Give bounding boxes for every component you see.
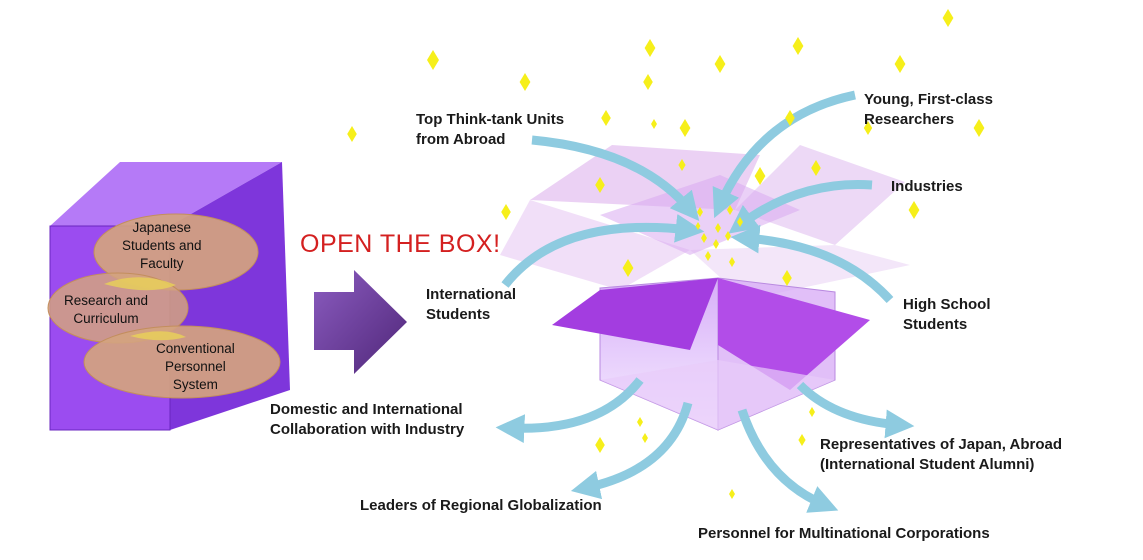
sparkle-icon <box>729 257 735 267</box>
box-right-top-panel <box>735 145 905 245</box>
box-left-top-panel <box>500 200 690 290</box>
sparkle-icon <box>894 55 906 73</box>
open-the-box-heading: OPEN THE BOX! <box>300 230 501 258</box>
sparkle-icon <box>705 251 711 261</box>
sparkle-icon <box>973 119 985 137</box>
oval-personnel-system <box>83 325 281 399</box>
label-representatives: Representatives of Japan, Abroad (Intern… <box>820 436 1063 473</box>
sparkle-icon <box>695 222 701 230</box>
sparkle-icon <box>643 74 653 90</box>
sparkle-icon <box>427 50 439 70</box>
sparkle-icon <box>501 204 511 220</box>
label-industries: Industries <box>891 178 963 195</box>
label-intl-students: International Students <box>426 286 517 323</box>
sparkle-icon <box>595 437 605 453</box>
sparkle-icon <box>644 39 656 57</box>
label-researchers: Young, First-class Researchers <box>864 91 993 128</box>
arrow-leaders <box>570 401 693 500</box>
sparkle-icon <box>727 205 733 215</box>
box-left-flap <box>552 278 718 350</box>
sparkle-icon <box>601 110 611 126</box>
label-think-tank: Top Think-tank Units from Abroad <box>416 111 565 148</box>
sparkle-icon <box>908 201 920 219</box>
sparkle-icon <box>942 9 954 27</box>
sparkle-icon <box>737 217 743 227</box>
sparkle-icon <box>798 434 806 446</box>
closed-box-cube <box>47 162 290 431</box>
sparkle-icon <box>595 177 605 193</box>
oval-overlap-highlight-2 <box>130 331 186 341</box>
box-front-flap <box>600 360 835 430</box>
arrow-collaboration <box>495 377 644 444</box>
cube-label-students: Japanese Students and Faculty <box>122 220 202 271</box>
sparkle-icon <box>729 489 735 499</box>
sparkle-icon <box>697 207 703 217</box>
label-leaders: Leaders of Regional Globalization <box>360 497 602 514</box>
sparkle-icon <box>785 110 795 126</box>
arrow-intl-students <box>501 214 705 288</box>
sparkle-icon <box>863 121 873 135</box>
label-multinational: Personnel for Multinational Corporations <box>698 525 990 542</box>
open-box-arrow <box>314 270 407 374</box>
cube-label-research: Research and Curriculum <box>64 293 149 326</box>
sparkle-icon <box>678 159 686 171</box>
sparkle-icon <box>782 270 792 286</box>
sparkle-icon <box>725 231 731 241</box>
arrow-high-school <box>730 224 894 304</box>
inflow-arrows <box>501 90 894 304</box>
sparkle-icon <box>637 417 643 427</box>
sparkle-icon <box>622 259 634 277</box>
label-collaboration: Domestic and International Collaboration… <box>270 401 465 438</box>
arrow-researchers <box>712 90 856 219</box>
sparkle-icon <box>714 55 726 73</box>
sparkle-icon <box>651 119 657 129</box>
sparkle-icon <box>811 160 821 176</box>
arrow-think-tank <box>531 135 700 222</box>
oval-overlap-highlight <box>104 277 176 291</box>
label-high-school: High School Students <box>903 296 991 333</box>
sparkle-icon <box>519 73 531 91</box>
arrow-representatives <box>796 381 915 439</box>
cube-top-face <box>50 162 282 226</box>
arrow-industries <box>728 180 873 234</box>
box-right-flap <box>718 278 870 390</box>
sparkles <box>347 9 985 499</box>
sparkle-icon <box>715 223 721 233</box>
sparkle-icon <box>701 233 707 243</box>
cube-label-personnel: Conventional Personnel System <box>156 341 235 392</box>
sparkle-icon <box>679 119 691 137</box>
sparkle-icon <box>754 167 766 185</box>
sparkle-icon <box>713 239 719 249</box>
sparkle-icon <box>347 126 357 142</box>
sparkle-icon <box>809 407 815 417</box>
sparkle-icon <box>642 433 648 443</box>
sparkle-icon <box>792 37 804 55</box>
outflow-arrows <box>495 377 915 513</box>
arrow-multinational <box>737 408 839 513</box>
